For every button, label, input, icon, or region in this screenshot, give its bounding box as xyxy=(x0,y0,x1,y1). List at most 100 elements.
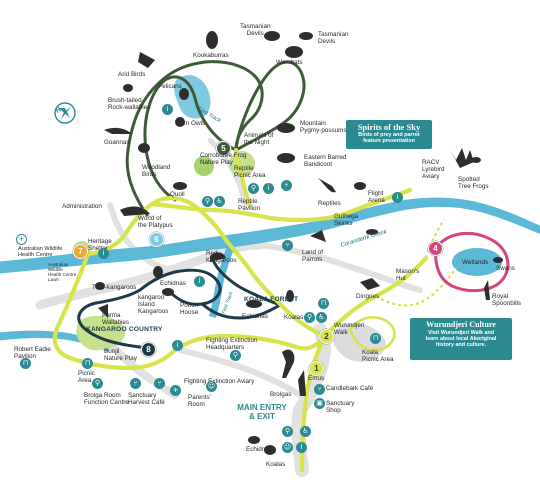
label-picnic-area[interactable]: Picnic Area xyxy=(78,370,95,384)
label-awhc[interactable]: Australian Wildlife Health Centre xyxy=(18,246,63,258)
label-corroboree[interactable]: Corroboree Frog Nature Play xyxy=(200,152,247,166)
label-administration[interactable]: Administration xyxy=(62,203,102,210)
label-woodland-birds[interactable]: Woodland Birds xyxy=(142,164,171,178)
label-kookaburras[interactable]: Kookaburras xyxy=(193,52,229,59)
info-icon[interactable]: i xyxy=(296,442,307,453)
accessible-icon[interactable]: ♿ xyxy=(300,426,311,437)
label-pelicans[interactable]: Pelicans xyxy=(158,83,182,90)
info-icon[interactable]: i xyxy=(162,104,173,115)
label-world-of-the-platypus[interactable]: World of the Platypus xyxy=(138,215,173,229)
label-robert-eadie[interactable]: Robert Eadie Pavilion xyxy=(14,346,51,360)
toilets-icon[interactable]: ⚲ xyxy=(230,350,241,361)
label-parma-wallabies[interactable]: Parma Wallabies xyxy=(102,312,130,326)
label-awhc-lawn[interactable]: Australian Wildlife Health Centre Lawn xyxy=(48,262,77,282)
label-brolgas[interactable]: Brolgas xyxy=(270,391,292,398)
label-fighting-extinction-aviary[interactable]: Fighting Extinction Aviary xyxy=(184,378,255,385)
label-royal-spoonbills[interactable]: Royal Spoonbills xyxy=(492,293,522,307)
label-wurundjeri-walk[interactable]: Wurundjeri Walk xyxy=(334,322,365,336)
label-koala-picnic-area[interactable]: Koala Picnic Area xyxy=(362,349,394,363)
label-echidnas-c[interactable]: Echidnas xyxy=(246,446,272,453)
label-tasmanian-devils-a[interactable]: Tasmanian Devils xyxy=(240,23,271,37)
marker-1[interactable]: 1 xyxy=(309,361,324,376)
label-dingoes[interactable]: Dingoes xyxy=(356,293,380,300)
toilets-icon[interactable]: ⚲ xyxy=(304,312,315,323)
shop-icon[interactable]: ▣ xyxy=(314,398,325,409)
label-swans[interactable]: Swans xyxy=(496,265,515,272)
label-bunjil[interactable]: Bunjil Nature Play xyxy=(104,348,137,362)
wurundjeri-culture-callout[interactable]: Wurundjeri Culture Visit Wurundjeri Walk… xyxy=(410,318,512,360)
label-eastern-barred[interactable]: Eastern Barred Bandicoot xyxy=(304,154,347,168)
toilets-icon[interactable]: ⚲ xyxy=(202,196,213,207)
label-kangaroo-island[interactable]: kangaroo Island Kangaroos xyxy=(138,294,169,315)
picnic-table-icon[interactable]: ⊓ xyxy=(318,298,329,309)
toilets-icon[interactable]: ⚲ xyxy=(282,426,293,437)
label-brolga-room[interactable]: Brolga Room Function Centre xyxy=(84,392,129,406)
callout-title: Spirits of the Sky xyxy=(357,122,421,132)
accessible-icon[interactable]: ♿ xyxy=(316,312,327,323)
label-reptile-pavilion[interactable]: Reptile Pavilion xyxy=(238,198,261,212)
label-echidnas-a[interactable]: Echidnas xyxy=(160,280,186,287)
food-icon[interactable]: ⑂ xyxy=(154,378,165,389)
label-red-kangaroos[interactable]: Red Kangaroos xyxy=(206,250,237,264)
label-tasmanian-devils-b[interactable]: Tasmanian Devils xyxy=(318,31,349,45)
marker-6[interactable]: 6 xyxy=(149,232,164,247)
label-emus[interactable]: Emus xyxy=(308,375,325,382)
food-icon[interactable]: ⑂ xyxy=(314,384,325,395)
label-sanctuary-shop[interactable]: Sanctuary Shop xyxy=(326,400,355,414)
toilets-icon[interactable]: ⚲ xyxy=(248,183,259,194)
label-sanctuary-harvest[interactable]: Sanctuary Harvest Café xyxy=(128,392,165,406)
marker-5[interactable]: 5 xyxy=(216,141,231,156)
info-icon[interactable]: i xyxy=(392,192,403,203)
label-pouch-house[interactable]: Pouch House xyxy=(180,302,199,316)
main-entry-exit-label: MAIN ENTRY & EXIT xyxy=(237,403,286,421)
marker-8[interactable]: 8 xyxy=(141,342,156,357)
label-wombats[interactable]: Wombats xyxy=(276,59,303,66)
label-masons-hut[interactable]: Mason's Hut xyxy=(396,268,420,282)
label-mountain-pygmy[interactable]: Mountain Pygmy-possums xyxy=(300,120,347,134)
label-echidnas-b[interactable]: Echidnas xyxy=(242,313,268,320)
baby-change-icon[interactable]: ☺ xyxy=(206,381,217,392)
first-aid-icon[interactable]: + xyxy=(170,385,181,396)
label-reptile-picnic[interactable]: Reptile Picnic Area xyxy=(234,165,266,179)
picnic-table-icon[interactable]: ⊓ xyxy=(20,358,31,369)
spirits-of-the-sky-callout[interactable]: Spirits of the Sky Birds of prey and par… xyxy=(346,120,432,149)
label-arid-birds[interactable]: Arid Birds xyxy=(118,71,146,78)
label-barn-owls[interactable]: Barn Owls xyxy=(176,120,206,127)
label-parents-room[interactable]: Parents' Room xyxy=(188,394,211,408)
food-icon[interactable]: ⑂ xyxy=(281,180,292,191)
label-flight-arena[interactable]: Flight Arena xyxy=(368,190,385,204)
info-icon[interactable]: i xyxy=(98,248,109,259)
callout-title: Wurundjeri Culture xyxy=(426,320,496,329)
label-goannas[interactable]: Goannas xyxy=(104,139,130,146)
label-candlebark-cafe[interactable]: Candlebark Café xyxy=(326,385,374,392)
label-land-of-parrots[interactable]: Land of Parrots xyxy=(302,249,324,263)
food-icon[interactable]: ⑂ xyxy=(130,378,141,389)
label-koalas-a[interactable]: Koalas xyxy=(284,314,304,321)
label-quoll[interactable]: Quoll xyxy=(170,191,185,198)
picnic-table-icon[interactable]: ⊓ xyxy=(370,333,381,344)
label-spotted-tree-frogs[interactable]: Spotted Tree Frogs xyxy=(458,176,489,190)
info-icon[interactable]: i xyxy=(263,183,274,194)
baby-change-icon[interactable]: ☺ xyxy=(282,442,293,453)
label-animals-of-the-night[interactable]: Animals of the Night xyxy=(244,132,274,146)
food-icon[interactable]: ⑂ xyxy=(282,240,293,251)
accessible-icon[interactable]: ♿ xyxy=(214,196,225,207)
label-heritage-shelter[interactable]: Heritage Shelter xyxy=(88,238,112,252)
label-guthega-skinks[interactable]: Guthega Skinks xyxy=(334,213,359,227)
first-aid-icon[interactable]: + xyxy=(16,234,27,245)
label-fighting-extinction-hq[interactable]: Fighting Extinction Headquarters xyxy=(206,337,258,351)
label-racv-aviary[interactable]: RACV Lyrebird Aviary xyxy=(422,159,445,180)
picnic-table-icon[interactable]: ⊓ xyxy=(82,358,93,369)
label-tree-kangaroos[interactable]: Tree-kangaroos xyxy=(92,284,137,291)
info-icon[interactable]: i xyxy=(172,340,183,351)
marker-4[interactable]: 4 xyxy=(428,241,443,256)
marker-7[interactable]: 7 xyxy=(73,244,88,259)
label-reptiles[interactable]: Reptiles xyxy=(318,200,341,207)
marker-2[interactable]: 2 xyxy=(319,329,334,344)
label-brush-tailed[interactable]: Brush-tailed Rock-wallabies xyxy=(108,97,151,111)
toilets-icon[interactable]: ⚲ xyxy=(92,378,103,389)
label-wetlands[interactable]: Wetlands xyxy=(462,259,489,266)
info-icon[interactable]: i xyxy=(194,276,205,287)
label-koalas-b[interactable]: Koalas xyxy=(266,461,286,468)
